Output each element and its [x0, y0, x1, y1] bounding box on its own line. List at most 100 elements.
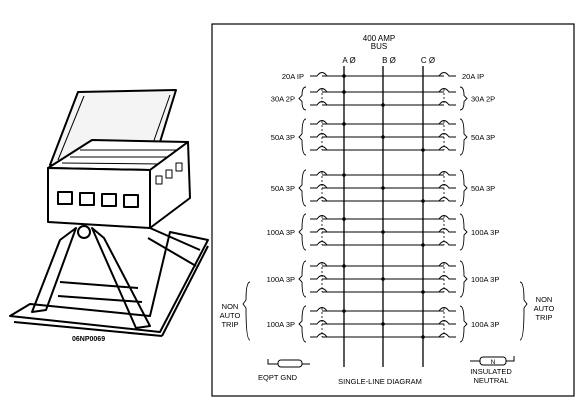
ground-label: EQPT GND [258, 373, 298, 382]
right-breaker-symbol [438, 133, 456, 138]
left-breaker-symbol [310, 72, 328, 77]
equipment-ground-bar [267, 359, 310, 368]
right-note-1: NON [536, 295, 553, 304]
stand-leg-left [31, 227, 77, 313]
right-breaker-symbol [438, 288, 456, 293]
bus-connection-dot [342, 309, 346, 313]
right-note-3: TRIP [535, 313, 552, 322]
right-breaker-symbol [438, 184, 456, 189]
left-breaker-labels: 20A IP 30A 2P 50A 3P 50A 3P 100A 3P 100A 3P 10… [267, 72, 304, 329]
right-breaker-symbol [438, 197, 456, 202]
bus-connection-dot [342, 173, 346, 177]
left-note-2: AUTO [220, 311, 241, 320]
right-breaker-symbol [438, 241, 456, 246]
left-note-3: TRIP [221, 320, 238, 329]
insulated-neutral-bar [470, 356, 515, 366]
left-breaker-label: 100A 3P [267, 320, 295, 329]
left-breaker-symbol [310, 241, 328, 246]
bus-connection-dot [342, 264, 346, 268]
right-breaker-symbol [438, 333, 456, 338]
right-breaker-symbol [438, 275, 456, 280]
left-breaker-symbol [310, 101, 328, 106]
left-breaker-symbol [310, 275, 328, 280]
right-breaker-symbol [438, 146, 456, 151]
bus-connection-dot [421, 335, 425, 339]
right-breaker-symbol [438, 228, 456, 233]
right-brace [459, 118, 468, 156]
left-breaker-symbol [310, 197, 328, 202]
left-breaker-symbol [310, 307, 328, 312]
left-breaker-symbol [310, 171, 328, 176]
right-brace [459, 169, 468, 207]
right-breaker-symbol [438, 88, 456, 93]
left-breaker-label: 50A 3P [271, 184, 295, 193]
figure-caption: 06NP0069 [72, 336, 106, 343]
stand-leg-right [91, 227, 151, 329]
phase-label-a: A Ø [342, 56, 355, 65]
bus-connection-dot [342, 217, 346, 221]
left-breaker-label: 100A 3P [267, 275, 295, 284]
left-non-auto-trip-brace [242, 281, 251, 341]
left-breaker-label: 50A 3P [271, 133, 295, 142]
right-breaker-symbol [438, 262, 456, 267]
bus-connection-dot [381, 322, 385, 326]
right-breaker-symbol [438, 120, 456, 125]
right-breaker-symbol [438, 101, 456, 106]
phase-label-b: B Ø [382, 56, 396, 65]
right-breaker-label: 50A 3P [471, 133, 495, 142]
right-brace [459, 305, 468, 343]
left-brace [298, 169, 307, 207]
bus-bars [343, 66, 424, 367]
right-breaker-symbol [438, 72, 456, 77]
right-brace [459, 86, 468, 111]
left-breaker-symbol [310, 120, 328, 125]
bus-connection-dot [381, 135, 385, 139]
left-brace [298, 86, 307, 111]
left-breaker-symbol [310, 288, 328, 293]
left-breaker-label: 100A 3P [267, 228, 295, 237]
bus-connection-dot [342, 74, 346, 78]
right-brace [459, 260, 468, 298]
right-non-auto-trip-brace [519, 281, 528, 341]
right-breaker-label: 30A 2P [471, 95, 495, 104]
diagram-footer-title: SINGLE-LINE DIAGRAM [338, 377, 422, 386]
bus-connection-dot [381, 230, 385, 234]
left-brace [298, 118, 307, 156]
right-breaker-label: 100A 3P [471, 320, 499, 329]
left-breaker-symbol [310, 133, 328, 138]
neutral-symbol: N [491, 359, 496, 366]
diagram-border [211, 23, 575, 397]
left-breaker-symbol [310, 320, 328, 325]
left-brace [298, 260, 307, 298]
left-breaker-symbol [310, 184, 328, 189]
bus-connection-dot [421, 243, 425, 247]
breaker-rows [310, 72, 456, 339]
bus-connection-dot [342, 122, 346, 126]
left-note-1: NON [222, 302, 239, 311]
right-brace [459, 213, 468, 251]
left-breaker-symbol [310, 88, 328, 93]
bus-connection-dot [381, 186, 385, 190]
bus-subtitle: BUS [371, 42, 387, 51]
neutral-label-2: NEUTRAL [473, 376, 508, 385]
panel-illustration [9, 89, 209, 337]
left-breaker-symbol [310, 228, 328, 233]
right-breaker-label: 50A 3P [471, 184, 495, 193]
bus-connection-dot [342, 90, 346, 94]
left-breaker-symbol [310, 333, 328, 338]
pivot-bolt [77, 225, 91, 239]
bus-connection-dot [421, 199, 425, 203]
right-note-2: AUTO [534, 304, 555, 313]
right-breaker-symbol [438, 320, 456, 325]
right-breaker-label: 100A 3P [471, 275, 499, 284]
left-brace [298, 213, 307, 251]
stand-base [9, 231, 209, 333]
right-breaker-symbol [438, 171, 456, 176]
left-breaker-symbol [310, 262, 328, 267]
bus-title: 400 AMP [363, 34, 395, 43]
bus-connection-dot [421, 290, 425, 294]
left-breaker-label: 30A 2P [271, 95, 295, 104]
left-breaker-label: 20A IP [282, 72, 304, 81]
